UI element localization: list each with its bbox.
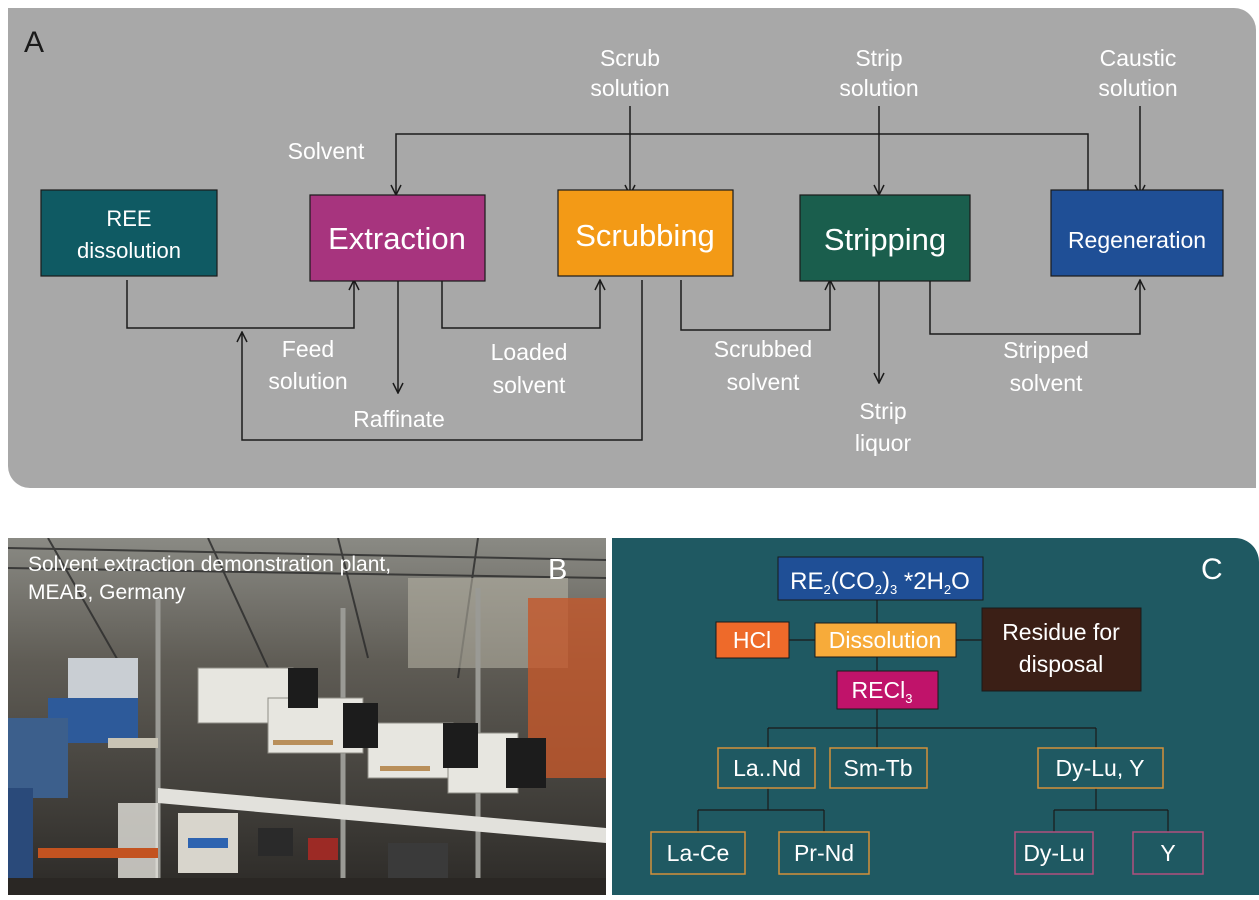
feed-solution-label-line2: solution	[268, 368, 347, 394]
extraction-label: Extraction	[328, 221, 466, 256]
ree-dissolution-box	[40, 189, 218, 277]
residue-label-line1: Residue for	[1002, 619, 1120, 645]
hcl-box	[715, 621, 790, 659]
recl3-box	[836, 670, 939, 710]
feed-solution-line	[126, 280, 354, 329]
panel-b-photo: Solvent extraction demonstration plant, …	[8, 538, 606, 895]
process-flow-diagram: A REE dissolution Extraction Scrubbing	[24, 26, 1224, 456]
strip-solution-label-line2: solution	[839, 75, 918, 101]
scrub-solution-label-line1: Scrub	[600, 45, 660, 71]
hcl-label: HCl	[733, 627, 771, 653]
residue-box	[981, 607, 1142, 692]
dy-lu-y-box	[1037, 747, 1164, 789]
tree-connectors	[697, 600, 1169, 832]
y-label: Y	[1160, 840, 1175, 866]
panel-a-process-flow: A REE dissolution Extraction Scrubbing	[8, 8, 1256, 488]
regeneration-box	[1050, 189, 1224, 277]
scrubbed-solvent-label-line1: Scrubbed	[714, 336, 812, 362]
panel-a-label: A	[24, 26, 44, 59]
loaded-solvent-line	[441, 280, 600, 329]
la-ce-box	[650, 831, 746, 875]
residue-label-line2: disposal	[1019, 651, 1103, 677]
carbonate-formula: RE2(CO2)3 *2H2O	[790, 568, 970, 597]
stripped-solvent-label-line1: Stripped	[1003, 337, 1089, 363]
photo-caption-line2: MEAB, Germany	[28, 581, 186, 604]
scrubbed-solvent-label-line2: solvent	[727, 369, 800, 395]
y-box	[1132, 831, 1204, 875]
dissolution-box	[814, 622, 957, 658]
ree-dissolution-label-line1: REE	[106, 206, 151, 231]
solvent-label: Solvent	[288, 138, 365, 164]
loaded-solvent-label-line1: Loaded	[491, 339, 568, 365]
ree-dissolution-label-line2: dissolution	[77, 238, 181, 263]
dissolution-label: Dissolution	[829, 627, 942, 653]
regeneration-label: Regeneration	[1068, 227, 1206, 253]
feed-solution-label-line1: Feed	[282, 336, 334, 362]
stripping-label: Stripping	[824, 222, 946, 257]
plant-photo: Solvent extraction demonstration plant, …	[8, 538, 606, 895]
la-nd-box	[717, 747, 816, 789]
flow-connectors	[126, 106, 1140, 441]
photo-caption-line1: Solvent extraction demonstration plant,	[28, 553, 391, 576]
la-ce-label: La-Ce	[667, 840, 730, 866]
panel-c-separation-tree: C RE2(CO2)3 *2H2O HCl Dissolution Residu…	[612, 538, 1259, 895]
dy-lu-y-label: Dy-Lu, Y	[1055, 755, 1144, 781]
scrub-recycle-line	[242, 280, 643, 441]
separation-tree-diagram: C RE2(CO2)3 *2H2O HCl Dissolution Residu…	[650, 553, 1223, 875]
strip-liquor-label-line1: Strip	[859, 398, 906, 424]
stripping-box	[799, 194, 971, 282]
sm-tb-label: Sm-Tb	[844, 755, 913, 781]
stripped-solvent-line	[929, 280, 1140, 335]
sm-tb-box	[829, 747, 928, 789]
solvent-return-line	[396, 133, 1089, 195]
scrubbing-box	[557, 189, 734, 277]
raffinate-label: Raffinate	[353, 406, 445, 432]
pr-nd-label: Pr-Nd	[794, 840, 854, 866]
panel-c-label: C	[1201, 553, 1223, 586]
pr-nd-box	[778, 831, 870, 875]
stripped-solvent-label-line2: solvent	[1010, 370, 1083, 396]
strip-solution-label-line1: Strip	[855, 45, 902, 71]
carbonate-feed-box	[777, 556, 984, 601]
extraction-box	[309, 194, 486, 282]
dy-lu-box	[1014, 831, 1094, 875]
caustic-solution-label-line2: solution	[1098, 75, 1177, 101]
dy-lu-label: Dy-Lu	[1023, 840, 1084, 866]
scrubbing-label: Scrubbing	[575, 218, 715, 253]
scrub-solution-label-line2: solution	[590, 75, 669, 101]
caustic-solution-label-line1: Caustic	[1100, 45, 1177, 71]
panel-b-label: B	[548, 554, 567, 586]
recl3-label: RECl3	[852, 677, 913, 706]
loaded-solvent-label-line2: solvent	[493, 372, 566, 398]
scrubbed-solvent-line	[680, 280, 830, 331]
strip-liquor-label-line2: liquor	[855, 430, 912, 456]
la-nd-label: La..Nd	[733, 755, 801, 781]
